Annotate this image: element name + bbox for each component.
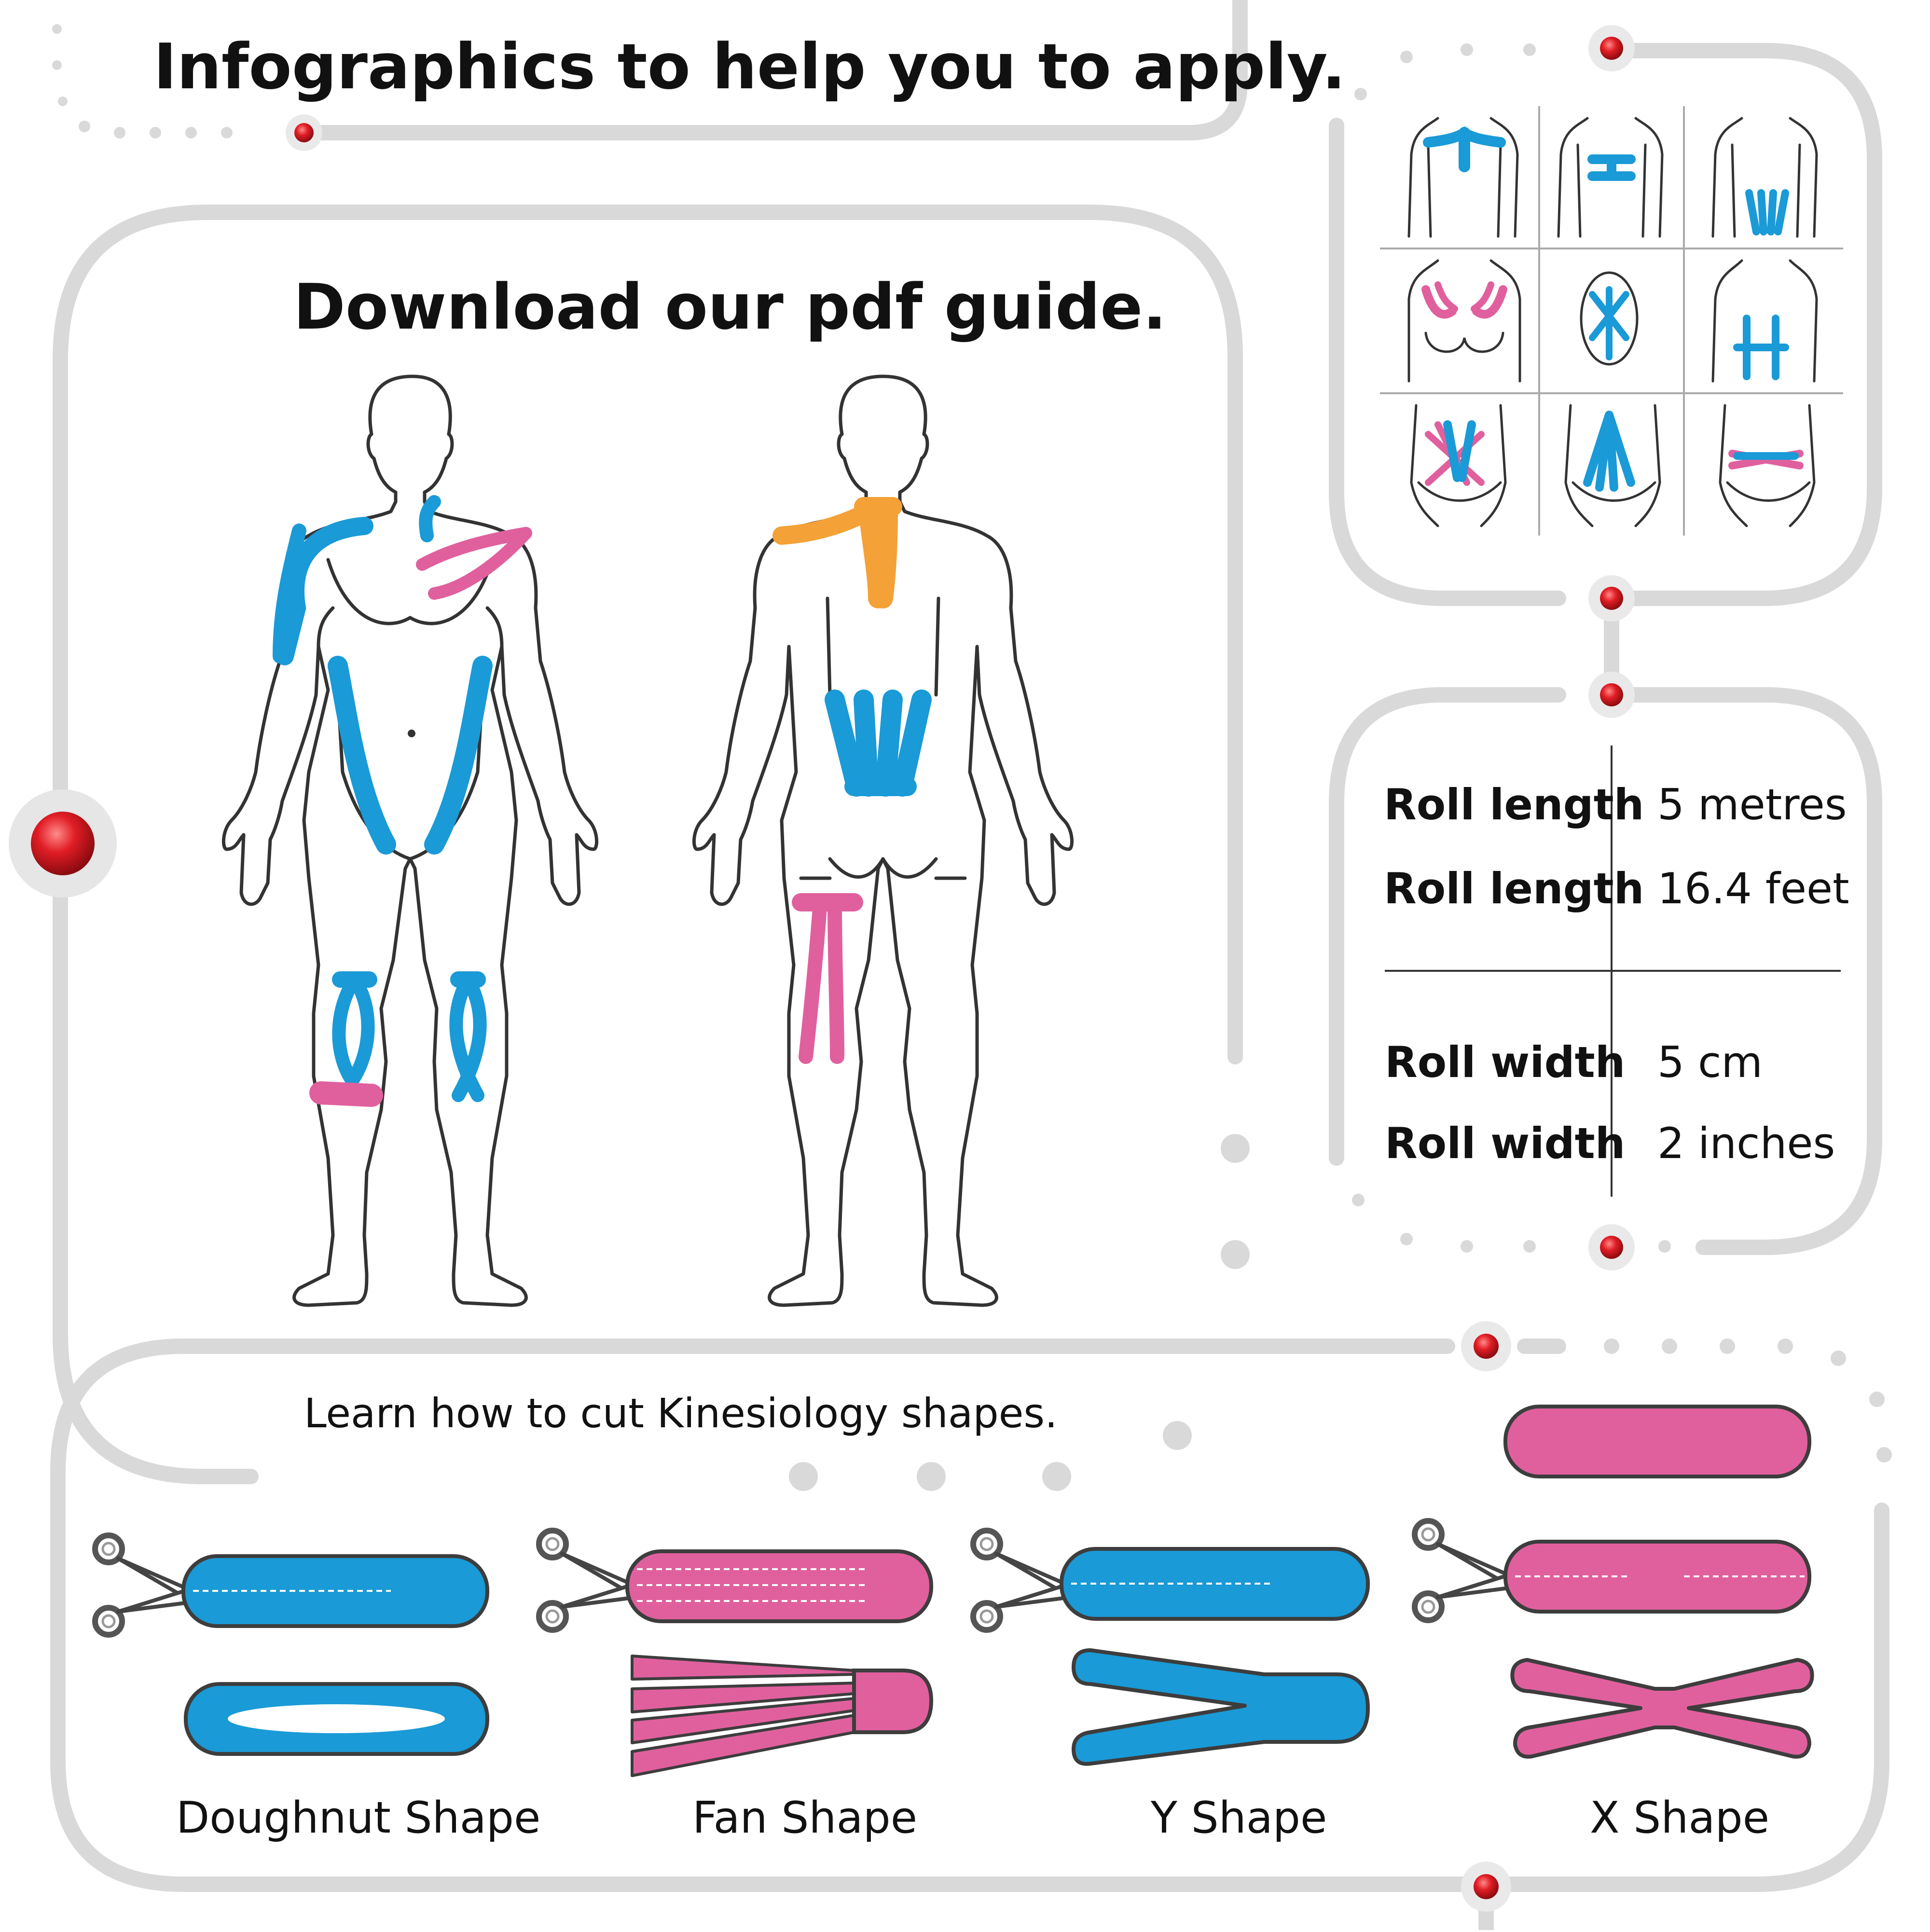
x-shape [1415,1405,1814,1759]
doughnut-shape [95,1535,489,1756]
node-dot-icon [286,114,322,151]
spec-value: 2 inches [1657,1118,1835,1168]
header-frame [311,0,1248,140]
placement-grid [1380,106,1843,536]
node-dot-icon [1588,672,1635,718]
spec-label: Roll width [1385,1118,1626,1168]
spec-label: Roll length [1384,780,1644,829]
node-dot-icon [1588,1224,1635,1270]
body-front-icon [221,374,599,1307]
spec-label: Roll length [1384,864,1644,913]
spec-value: 5 cm [1657,1037,1763,1087]
specs-frame-left [1329,687,1566,1166]
node-dot-icon [1588,25,1635,71]
shape-label-y: Y Shape [1151,1793,1327,1843]
shape-label-x: X Shape [1590,1793,1770,1843]
specs-table-lines [1385,745,1841,1197]
dot-trails [52,24,1892,1491]
front-tapes [273,495,532,1107]
shape-label-doughnut: Doughnut Shape [176,1793,541,1843]
shapes-frame [50,1339,1889,1892]
guide-frame [53,205,1243,1484]
cut-shapes [95,1405,1814,1777]
pdf-guide-link[interactable]: Download our pdf guide. [293,270,1167,344]
spec-value: 5 metres [1657,780,1847,829]
back-tapes [772,497,932,1064]
shape-label-fan: Fan Shape [692,1793,918,1843]
red-nodes [9,25,1635,1912]
grid-frame-right [1609,43,1882,606]
y-shape [973,1531,1370,1766]
spec-label: Roll width [1385,1037,1626,1087]
node-dot-icon [1461,1862,1511,1912]
node-dot-icon [1461,1321,1511,1371]
body-back-icon [692,374,1074,1307]
grid-tapes [1421,126,1804,492]
specs-frame-right [1613,687,1882,1255]
node-dot-icon [9,789,117,897]
grid-frame-left [1329,118,1566,606]
spec-value: 16.4 feet [1657,864,1849,913]
node-dot-icon [1588,575,1635,621]
fan-shape [539,1531,934,1777]
shapes-section-title: Learn how to cut Kinesiology shapes. [304,1390,1058,1437]
page-title: Infographics to help you to apply. [153,30,1346,103]
frame-lines [50,0,1889,1932]
grid-torso-outlines [1407,117,1818,527]
